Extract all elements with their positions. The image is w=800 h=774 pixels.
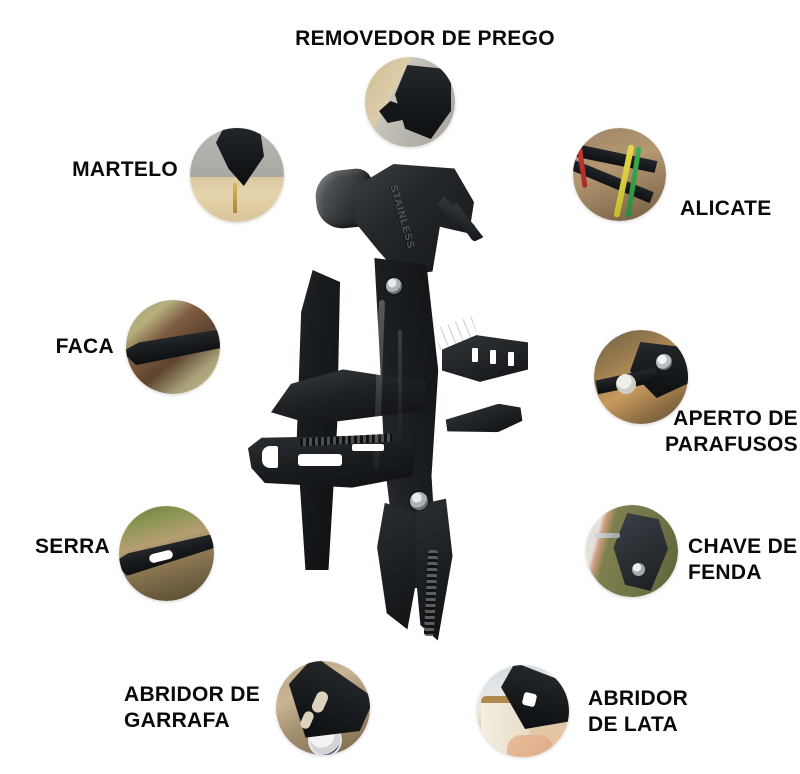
pivot-screw-top (386, 278, 402, 294)
feature-thumbnail-faca (126, 300, 220, 394)
feature-thumbnail-aperto-de-parafusos (594, 330, 688, 424)
wrench-notch (508, 352, 514, 366)
hand-thumb (507, 735, 553, 757)
card-bottle-opener-hole (262, 446, 278, 468)
feature-label-aperto-de-parafusos: APERTO DE PARAFUSOS (665, 407, 798, 456)
feature-thumbnail-martelo (190, 128, 284, 222)
feature-thumbnail-abridor-de-garrafa (276, 661, 370, 755)
feature-label-chave-de-fenda: CHAVE DE FENDA (688, 535, 798, 584)
washer-icon (616, 374, 636, 394)
feature-thumbnail-chave-de-fenda (586, 505, 678, 597)
feature-label-abridor-de-lata: ABRIDOR DE LATA (588, 687, 689, 736)
feature-label-alicate: ALICATE (680, 197, 772, 220)
wrench-notch (472, 348, 478, 362)
feature-thumbnail-removedor-de-prego (365, 57, 455, 147)
feature-label-serra: SERRA (34, 535, 110, 558)
feature-label-abridor-de-garrafa: ABRIDOR DE GARRAFA (124, 683, 261, 732)
feature-thumbnail-serra (119, 506, 214, 601)
feature-label-removedor-de-prego: REMOVEDOR DE PREGO (295, 27, 555, 50)
pivot-screw-bottom (410, 492, 428, 510)
tool-claw-tip (379, 101, 405, 123)
specular-highlight (398, 330, 402, 450)
screwdriver-tip (444, 401, 523, 439)
wrench-notch (490, 350, 496, 364)
feature-thumbnail-alicate (573, 128, 666, 221)
feature-thumbnail-abridor-de-lata (477, 665, 569, 757)
feature-label-faca: FACA (55, 335, 114, 358)
feature-label-martelo: MARTELO (72, 158, 178, 181)
card-wrench-slot (298, 454, 342, 466)
card-ruler-slot (352, 444, 384, 451)
pivot-screw-icon (632, 563, 645, 576)
screw-shaft (594, 533, 620, 538)
bolt-head-icon (656, 354, 672, 370)
product-image-multitool-hammer: STAINLESS (248, 150, 558, 660)
